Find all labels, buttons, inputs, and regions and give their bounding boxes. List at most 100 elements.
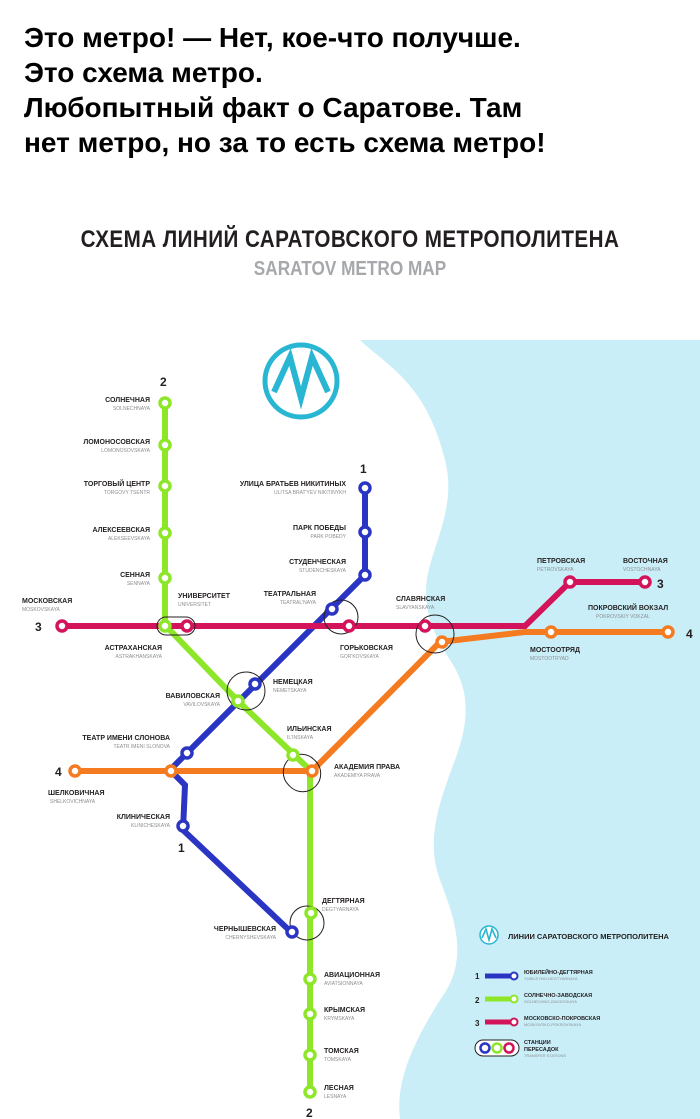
station-nemetskaya: [248, 677, 262, 691]
line-4-number-right: 4: [686, 627, 693, 641]
station-moskovskaya: [55, 619, 69, 633]
station-mostootryad: [544, 625, 558, 639]
label-lomonosovskaya: ЛОМОНОСОВСКАЯ: [83, 439, 150, 446]
legend-line-3-name: МОСКОВСКО-ПОКРОВСКАЯ: [524, 1016, 600, 1022]
caption-line-1: Это метро! — Нет, кое-что получше.: [24, 22, 521, 53]
label-lat-nemetskaya: NEMETSKAYA: [273, 688, 307, 694]
label-lat-vavilovskaya: VAVILOVSKAYA: [183, 702, 220, 708]
label-lat-torgovy-tsentr: TORGOVY TSENTR: [104, 490, 151, 496]
station-klinicheskaya: [176, 819, 190, 833]
station-degtyarnaya: [304, 906, 318, 920]
label-lat-petrovskaya: PETROVSKAYA: [537, 567, 574, 573]
line-2-path: [162, 400, 313, 1090]
label-ilinskaya: ИЛЬИНСКАЯ: [287, 726, 331, 733]
legend-title: ЛИНИИ САРАТОВСКОГО МЕТРОПОЛИТЕНА: [508, 932, 669, 941]
station-tomskaya: [303, 1048, 317, 1062]
label-lat-universitet: UNIVERSITET: [178, 602, 211, 608]
station-teatr-slonova-4: [164, 764, 178, 778]
legend-logo-icon: [479, 925, 499, 945]
label-lat-shelkovichnaya: SHELKOVICHNAYA: [50, 799, 96, 805]
station-park-pobedy: [358, 525, 372, 539]
legend-line-3-lat: MOSKOVSKO-POKROVSKAYA: [524, 1022, 582, 1027]
label-lat-nikitinykh: ULITSA BRAT'YEV NIKITINYKH: [274, 490, 346, 496]
label-lat-alekseevskaya: ALEKSEEVSKAYA: [108, 536, 151, 542]
label-lat-pokrovsky: POKROVSKIY VOKZAL: [596, 614, 650, 620]
label-lat-teatralnaya: TEATRAL'NAYA: [280, 600, 317, 606]
label-teatr-slonova: ТЕАТР ИМЕНИ СЛОНОВА: [82, 735, 170, 742]
label-slavyanskaya: СЛАВЯНСКАЯ: [396, 596, 445, 603]
legend-line-1-name: ЮБИЛЕЙНО-ДЕГТЯРНАЯ: [524, 968, 593, 976]
label-solnechnaya: СОЛНЕЧНАЯ: [105, 397, 150, 404]
station-ilinskaya: [286, 748, 300, 762]
line-3-path: [62, 579, 645, 629]
label-torgovy-tsentr: ТОРГОВЫЙ ЦЕНТР: [84, 479, 151, 488]
label-park-pobedy: ПАРК ПОБЕДЫ: [293, 525, 346, 532]
label-teatralnaya: ТЕАТРАЛЬНАЯ: [264, 591, 316, 598]
metro-logo-icon: [262, 342, 340, 420]
label-vostochnaya: ВОСТОЧНАЯ: [623, 558, 668, 565]
station-teatr-slonova: [180, 746, 194, 760]
label-lat-vostochnaya: VOSTOCHNAYA: [623, 567, 661, 573]
label-lat-slavyanskaya: SLAVYANSKAYA: [396, 605, 435, 611]
label-lat-aviatsionnaya: AVIATSIONNAYA: [324, 981, 363, 987]
label-lat-akademiya: AKADEMIYA PRAVA: [334, 773, 381, 779]
volga-river: [360, 340, 700, 1119]
line-3-number-right: 3: [657, 577, 664, 591]
legend: ЛИНИИ САРАТОВСКОГО МЕТРОПОЛИТЕНА 1 ЮБИЛЕ…: [474, 925, 669, 1058]
station-torgovy-tsentr: [158, 479, 172, 493]
station-aviatsionnaya: [303, 972, 317, 986]
label-gorkovskaya: ГОРЬКОВСКАЯ: [340, 645, 393, 652]
legend-num-3: 3: [475, 1019, 480, 1028]
label-lat-gorkovskaya: GOR'KOVSKAYA: [340, 654, 380, 660]
legend-line-2-lat: SOLNECHNO-ZAVODSKAYA: [524, 999, 577, 1004]
legend-transfer-ru-2: ПЕРЕСАДОК: [524, 1047, 559, 1053]
label-nikitinykh: УЛИЦА БРАТЬЕВ НИКИТИНЫХ: [240, 481, 347, 488]
station-chernyshevskaya: [285, 925, 299, 939]
label-tomskaya: ТОМСКАЯ: [324, 1048, 359, 1055]
legend-line-1-lat: YUBILEYNO-DEGTYARNAYA: [524, 976, 578, 981]
label-shelkovichnaya: ШЕЛКОВИЧНАЯ: [48, 790, 104, 797]
station-pokrovsky: [661, 625, 675, 639]
label-pokrovsky: ПОКРОВСКИЙ ВОКЗАЛ: [588, 603, 668, 612]
line-3-number-left: 3: [35, 620, 42, 634]
label-akademiya: АКАДЕМИЯ ПРАВА: [334, 764, 400, 771]
station-universitet-3: [180, 619, 194, 633]
label-lat-moskovskaya: MOSKOVSKAYA: [22, 607, 61, 613]
stations: [55, 396, 675, 1099]
label-klinicheskaya: КЛИНИЧЕСКАЯ: [117, 814, 170, 821]
label-lat-krymskaya: KRYMSKAYA: [324, 1016, 355, 1022]
legend-num-1: 1: [475, 972, 480, 981]
legend-transfer-ru-1: СТАНЦИИ: [524, 1040, 551, 1046]
station-slavyanskaya-4: [435, 635, 449, 649]
label-nemetskaya: НЕМЕЦКАЯ: [273, 679, 313, 686]
label-lat-lesnaya: LESNAYA: [324, 1094, 347, 1100]
label-astrakhanskaya: АСТРАХАНСКАЯ: [105, 645, 162, 652]
label-lat-chernyshevskaya: CHERNYSHEVSKAYA: [225, 935, 276, 941]
map-title: СХЕМА ЛИНИЙ САРАТОВСКОГО МЕТРОПОЛИТЕНА: [80, 226, 620, 253]
label-universitet: УНИВЕРСИТЕТ: [178, 593, 231, 600]
station-shelkovichnaya: [68, 764, 82, 778]
line-2-number-bottom: 2: [306, 1106, 313, 1119]
caption-line-2: Это схема метро.: [24, 57, 263, 88]
station-gorkovskaya: [342, 619, 356, 633]
label-moskovskaya: МОСКОВСКАЯ: [22, 598, 72, 605]
station-labels: СОЛНЕЧНАЯ SOLNECHNAYA ЛОМОНОСОВСКАЯ LOMO…: [22, 397, 668, 1100]
station-vostochnaya: [638, 575, 652, 589]
label-lat-ilinskaya: IL'INSKAYA: [287, 735, 314, 741]
label-lat-solnechnaya: SOLNECHNAYA: [113, 406, 151, 412]
caption-line-3: Любопытный факт о Саратове. Там: [24, 92, 523, 123]
station-teatralnaya: [325, 602, 339, 616]
label-vavilovskaya: ВАВИЛОВСКАЯ: [166, 693, 220, 700]
legend-transfer-icon: [474, 1039, 520, 1057]
label-lat-klinicheskaya: KLINICHESKAYA: [131, 823, 171, 829]
label-krymskaya: КРЫМСКАЯ: [324, 1007, 365, 1014]
station-lomonosovskaya: [158, 438, 172, 452]
station-slavyanskaya: [418, 619, 432, 633]
line-1-number-bottom: 1: [178, 841, 185, 855]
station-solnechnaya: [158, 396, 172, 410]
line-1-number-top: 1: [360, 462, 367, 476]
label-lat-park-pobedy: PARK POBEDY: [311, 534, 347, 540]
station-petrovskaya: [563, 575, 577, 589]
station-vavilovskaya: [231, 694, 245, 708]
